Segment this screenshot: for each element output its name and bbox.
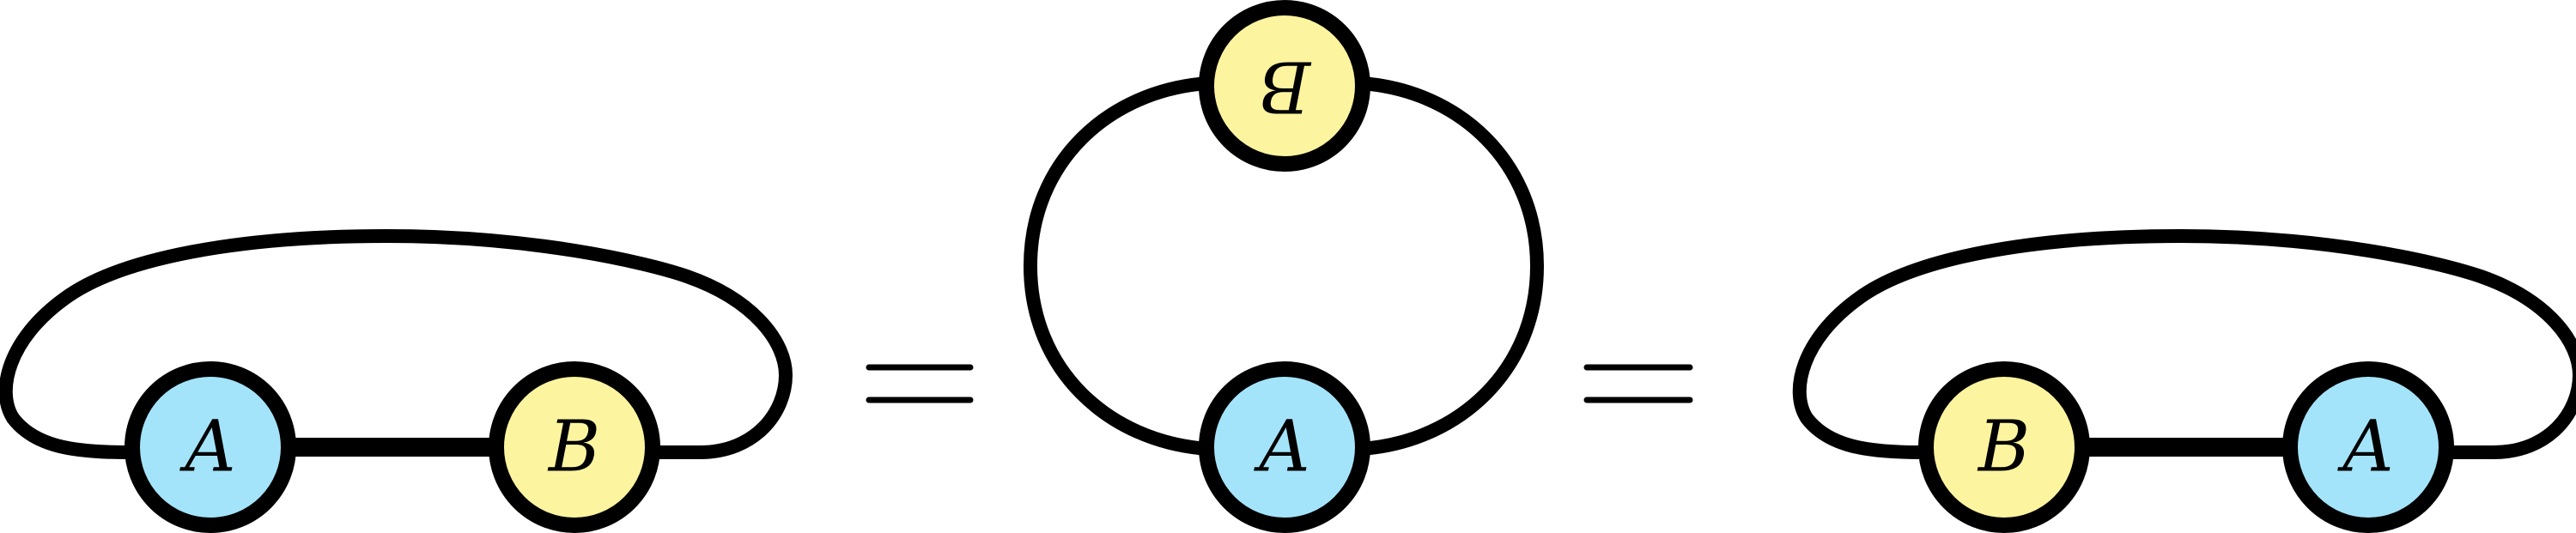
right-tensor-a-circle — [2282, 361, 2454, 533]
middle-left-wire — [1024, 76, 1209, 456]
right-tensor-b-label: B — [1977, 407, 2030, 488]
left-tensor-a-label: A — [179, 407, 235, 488]
right-diagram: B A — [1792, 229, 2576, 533]
left-tensor-b-label: B — [547, 407, 600, 488]
middle-tensor-b-label: B — [1259, 45, 1312, 127]
left-diagram: A B — [0, 229, 793, 533]
left-outer-loop-wire — [0, 229, 793, 459]
middle-tensor-b-circle — [1199, 0, 1370, 172]
right-tensor-b-circle — [1918, 361, 2090, 533]
left-tensor-b-circle — [489, 361, 660, 533]
right-outer-loop-wire — [1792, 229, 2576, 459]
equals-sign-1 — [866, 364, 974, 403]
middle-tensor-a-circle — [1199, 361, 1370, 533]
right-tensor-a-label: A — [2336, 407, 2393, 488]
middle-tensor-a-label: A — [1253, 407, 1309, 488]
equals-sign-2 — [1583, 364, 1693, 403]
left-tensor-a-circle — [125, 361, 296, 533]
middle-diagram: B A — [1024, 0, 1544, 533]
middle-right-wire — [1360, 76, 1544, 456]
